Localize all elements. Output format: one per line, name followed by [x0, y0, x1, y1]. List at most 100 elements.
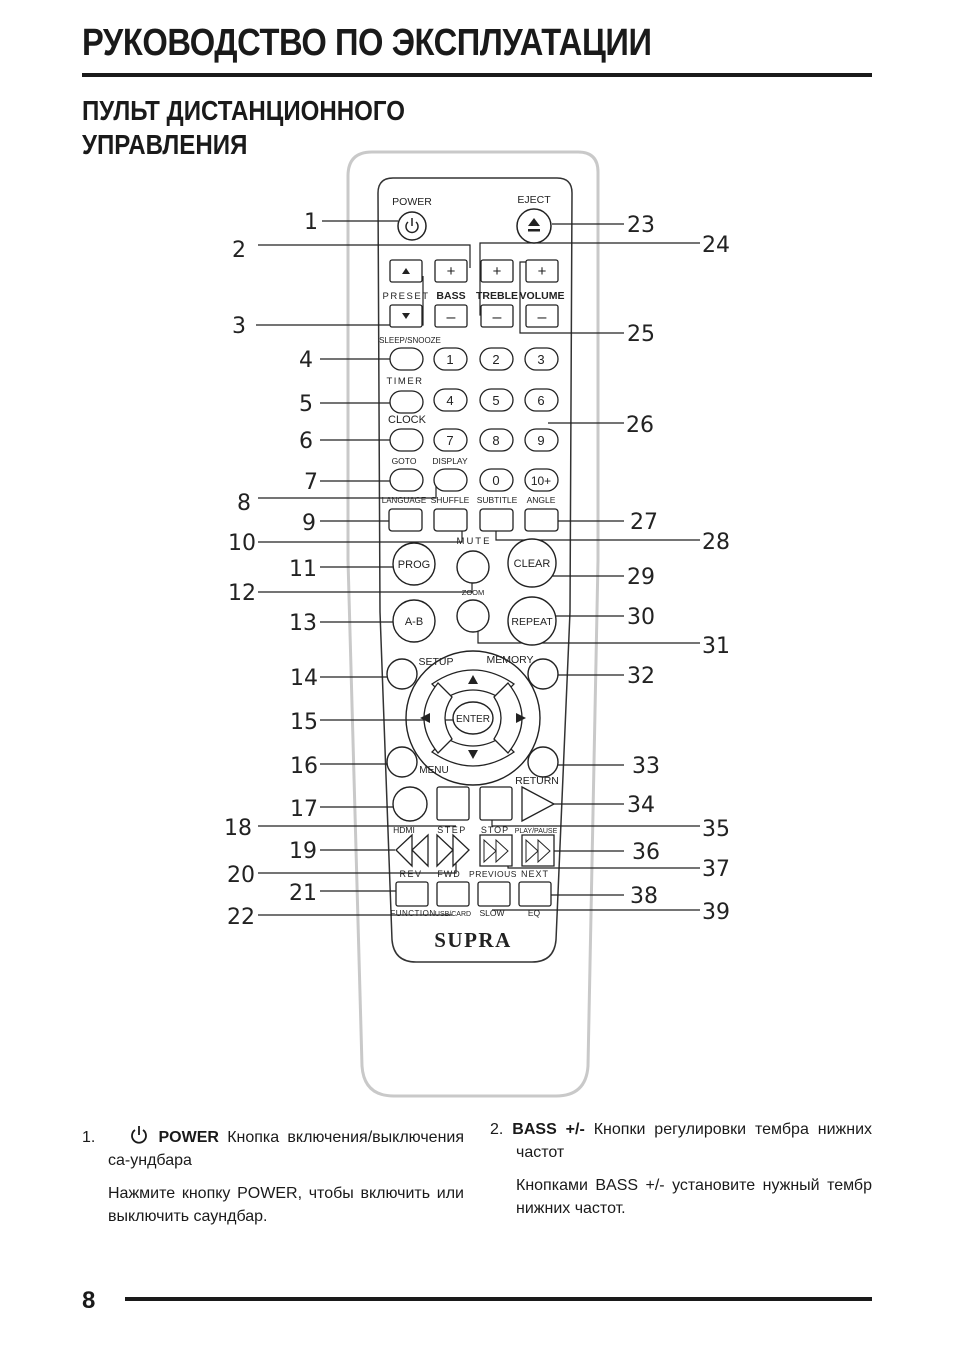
callout-18: 18 [224, 816, 252, 841]
item-2: 2. BASS +/- Кнопки регулировки тембра ни… [490, 1118, 872, 1220]
clock-button[interactable] [389, 428, 424, 452]
stop-button[interactable] [479, 786, 513, 821]
callout-35: 35 [702, 817, 730, 842]
item-1-text: Кнопка включения/выключения са-ундбара [108, 1129, 465, 1169]
language-button[interactable] [388, 508, 423, 532]
step-button[interactable] [436, 786, 470, 821]
label-return: RETURN [515, 775, 559, 787]
section-title-line-2: УПРАВЛЕНИЯ [82, 129, 248, 160]
slow-button[interactable] [477, 881, 511, 907]
nav-right-button[interactable] [493, 682, 523, 754]
item-1: 1. POWER Кнопка включения/выключения са-… [82, 1124, 464, 1228]
memory-button[interactable] [527, 658, 559, 690]
label-enter: ENTER [456, 714, 490, 725]
callout-19: 19 [289, 839, 317, 864]
callout-16: 16 [290, 754, 318, 779]
digit-4-label: 4 [446, 393, 453, 408]
callout-38: 38 [630, 884, 658, 909]
fwd-button[interactable] [436, 833, 470, 868]
setup-button[interactable] [386, 658, 418, 690]
digit-6-button[interactable] [524, 388, 559, 412]
callout-14: 14 [290, 666, 318, 691]
digit-0-button[interactable] [479, 468, 514, 492]
label-hdmi: HDMI [393, 825, 415, 835]
angle-button[interactable] [524, 508, 559, 532]
minus-icon: – [493, 309, 502, 326]
label-treble: TREBLE [476, 290, 518, 302]
function-button[interactable] [395, 881, 429, 907]
label-rev: REV [399, 869, 422, 879]
label-fwd: FWD [437, 869, 461, 879]
digit-8-button[interactable] [479, 428, 514, 452]
usb-card-button[interactable] [436, 881, 470, 907]
prog-button[interactable] [392, 542, 436, 586]
eject-icon [528, 218, 540, 232]
plus-icon: + [493, 263, 502, 280]
label-function: FUNCTION [390, 909, 435, 918]
label-prog: PROG [398, 559, 430, 571]
digit-4-button[interactable] [433, 388, 468, 412]
volume-minus-button[interactable] [525, 304, 559, 328]
callout-2: 2 [232, 238, 246, 263]
label-eq: EQ [528, 908, 541, 918]
digit-2-button[interactable] [479, 347, 514, 371]
display-button[interactable] [433, 468, 468, 492]
mute-button[interactable] [456, 550, 490, 584]
volume-plus-button[interactable] [525, 259, 559, 283]
goto-button[interactable] [389, 468, 424, 492]
hdmi-button[interactable] [392, 786, 428, 822]
digit-7-button[interactable] [433, 428, 468, 452]
power-icon [405, 218, 419, 234]
digit-7-label: 7 [446, 433, 453, 448]
menu-button[interactable] [386, 746, 418, 778]
treble-plus-button[interactable] [480, 259, 514, 283]
play-pause-button[interactable] [521, 785, 556, 823]
digit-1-label: 1 [446, 352, 453, 367]
repeat-button[interactable] [507, 596, 557, 646]
enter-button[interactable] [452, 701, 494, 735]
treble-minus-button[interactable] [480, 304, 514, 328]
item-1-number: 1. [82, 1129, 96, 1146]
callout-39: 39 [702, 900, 730, 925]
shuffle-button[interactable] [433, 508, 468, 532]
zoom-button[interactable] [456, 599, 490, 633]
item-1-name: POWER [158, 1129, 219, 1146]
item-2-description: Кнопками BASS +/- установите нужный темб… [516, 1177, 872, 1217]
digit-3-button[interactable] [524, 347, 559, 371]
bass-plus-button[interactable] [434, 259, 468, 283]
label-a-b: A-B [405, 616, 423, 628]
digit-9-button[interactable] [524, 428, 559, 452]
subtitle-button[interactable] [479, 508, 514, 532]
section-title: ПУЛЬТ ДИСТАНЦИОННОГО УПРАВЛЕНИЯ [82, 94, 405, 162]
callout-10: 10 [228, 531, 256, 556]
label-menu: MENU [419, 765, 448, 776]
item-2-heading: 2. BASS +/- Кнопки регулировки тембра ни… [490, 1118, 872, 1164]
brand-logo: SUPRA [434, 928, 512, 952]
digit-5-label: 5 [492, 393, 499, 408]
callout-25: 25 [627, 322, 655, 347]
nav-left-button[interactable] [423, 682, 453, 754]
clear-button[interactable] [507, 538, 557, 588]
eq-button[interactable] [518, 881, 552, 907]
minus-icon: – [538, 309, 547, 326]
callout-23: 23 [627, 213, 655, 238]
callout-36: 36 [632, 840, 660, 865]
digit-5-button[interactable] [479, 388, 514, 412]
sleep-snooze-button[interactable] [389, 347, 424, 371]
digit-8-label: 8 [492, 433, 499, 448]
digit-1-button[interactable] [433, 347, 468, 371]
minus-icon: – [447, 309, 456, 326]
label-mute: MUTE [457, 536, 492, 547]
rev-button[interactable] [395, 833, 429, 868]
navigation-pad [405, 650, 541, 786]
next-icon [525, 838, 551, 864]
label-angle: ANGLE [527, 495, 556, 505]
return-button[interactable] [527, 746, 559, 778]
remote-control-diagram: POWER EJECT + + + PRESET BASS TREBLE VOL… [224, 150, 730, 1098]
timer-button[interactable] [389, 390, 424, 414]
bass-minus-button[interactable] [434, 304, 468, 328]
ten-plus-button[interactable] [524, 468, 559, 492]
label-step: STEP [437, 825, 467, 835]
callout-9: 9 [302, 511, 316, 536]
a-b-button[interactable] [392, 599, 436, 643]
